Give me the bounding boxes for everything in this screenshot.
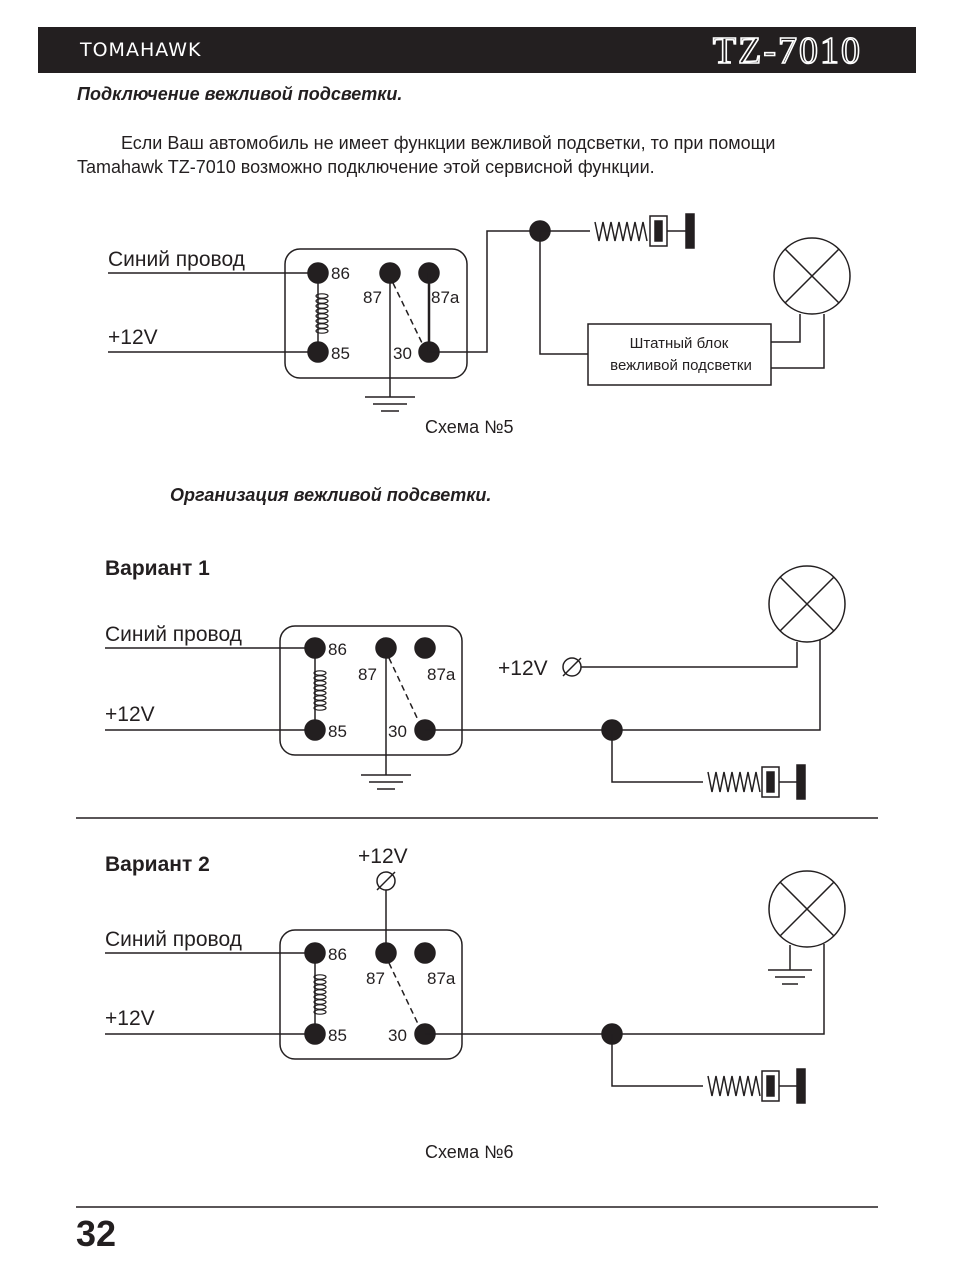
s5-12v-label: +12V <box>108 326 158 349</box>
v1-relay-coil-icon <box>313 648 327 730</box>
v1-12v-label: +12V <box>105 703 155 726</box>
model-name: TZ-7010 <box>712 29 862 73</box>
v2-pin-label-85: 85 <box>328 1026 347 1045</box>
v2-pin-label-86: 86 <box>328 945 347 964</box>
s5-pin-label-85: 85 <box>331 344 350 363</box>
v2-pin-label-30: 30 <box>388 1026 407 1045</box>
v2-pin-label-87: 87 <box>366 969 385 988</box>
s5-block-line-2: вежливой подсветки <box>610 357 752 374</box>
s5-pin-label-30: 30 <box>393 344 412 363</box>
subtitle: Организация вежливой подсветки. <box>170 485 492 505</box>
v1-pin-label-87a: 87a <box>427 665 456 684</box>
s5-relay-body <box>284 248 468 379</box>
intro-line-2: Tamahawk TZ-7010 возможно подключение эт… <box>77 157 655 177</box>
page-number: 32 <box>76 1213 117 1254</box>
v2-pin-87 <box>375 942 397 964</box>
v2-relay-coil-icon <box>313 953 327 1034</box>
v1-pin-label-85: 85 <box>328 722 347 741</box>
s5-pin-86 <box>307 262 329 284</box>
v2-pin-87a <box>414 942 436 964</box>
v2-lamp-icon <box>768 870 846 948</box>
v2-pin-86 <box>304 942 326 964</box>
v1-supply-label: +12V <box>498 657 548 680</box>
s5-pin-87 <box>379 262 401 284</box>
s5-block-line-1: Штатный блок <box>630 335 729 352</box>
s5-lamp-icon <box>773 237 851 315</box>
section-title: Подключение вежливой подсветки. <box>77 84 403 104</box>
v2-pin-label-87a: 87a <box>427 969 456 988</box>
v1-pin-label-30: 30 <box>388 722 407 741</box>
s5-pin-label-87a: 87a <box>431 288 460 307</box>
s5-caption: Схема №5 <box>425 417 514 437</box>
v1-pin-85 <box>304 719 326 741</box>
v2-12v-label: +12V <box>105 1007 155 1030</box>
v1-pin-label-87: 87 <box>358 665 377 684</box>
s5-relay-coil-icon <box>315 273 329 352</box>
v1-terminal-icon <box>562 657 582 677</box>
intro-paragraph: Если Ваш автомобиль не имеет функции веж… <box>77 131 897 179</box>
v1-door-switch-icon <box>707 764 806 800</box>
v2-supply-label: +12V <box>358 845 408 868</box>
s5-ground-icon <box>365 283 415 412</box>
s5-stock-block <box>587 323 772 386</box>
s5-pin-label-87: 87 <box>363 288 382 307</box>
v1-ground-icon <box>361 658 411 790</box>
s5-blue-wire-label: Синий провод <box>108 248 245 271</box>
variant-1-diagram: Синий провод +12V 86 87 87a 85 30 <box>105 565 846 800</box>
v2-relay-body <box>279 929 463 1060</box>
v1-pin-87a <box>414 637 436 659</box>
v1-pin-87 <box>375 637 397 659</box>
intro-line-1: Если Ваш автомобиль не имеет функции веж… <box>121 133 776 153</box>
variant-2-title: Вариант 2 <box>105 853 210 876</box>
scheme-5: Синий провод +12V 86 87 87a 85 30 <box>108 213 851 437</box>
v2-pin-85 <box>304 1023 326 1045</box>
s5-door-switch-icon <box>594 213 695 249</box>
brand-name: TOMAHAWK <box>80 39 202 61</box>
s5-pin-label-86: 86 <box>331 264 350 283</box>
v2-door-switch-icon <box>707 1068 806 1104</box>
v1-pin-label-86: 86 <box>328 640 347 659</box>
v1-pin-86 <box>304 637 326 659</box>
v2-terminal-icon <box>376 871 396 891</box>
s5-pin-85 <box>307 341 329 363</box>
v1-relay-body <box>279 625 463 756</box>
v1-blue-wire-label: Синий провод <box>105 623 242 646</box>
page-header: TOMAHAWK TZ-7010 <box>38 27 916 73</box>
v2-lamp-ground-icon <box>768 945 812 985</box>
v2-blue-wire-label: Синий провод <box>105 928 242 951</box>
s6-caption: Схема №6 <box>425 1142 514 1162</box>
variant-2-diagram: +12V Синий провод +12V 86 87 87a <box>105 845 846 1104</box>
v1-lamp-icon <box>768 565 846 643</box>
variant-1-title: Вариант 1 <box>105 557 210 580</box>
